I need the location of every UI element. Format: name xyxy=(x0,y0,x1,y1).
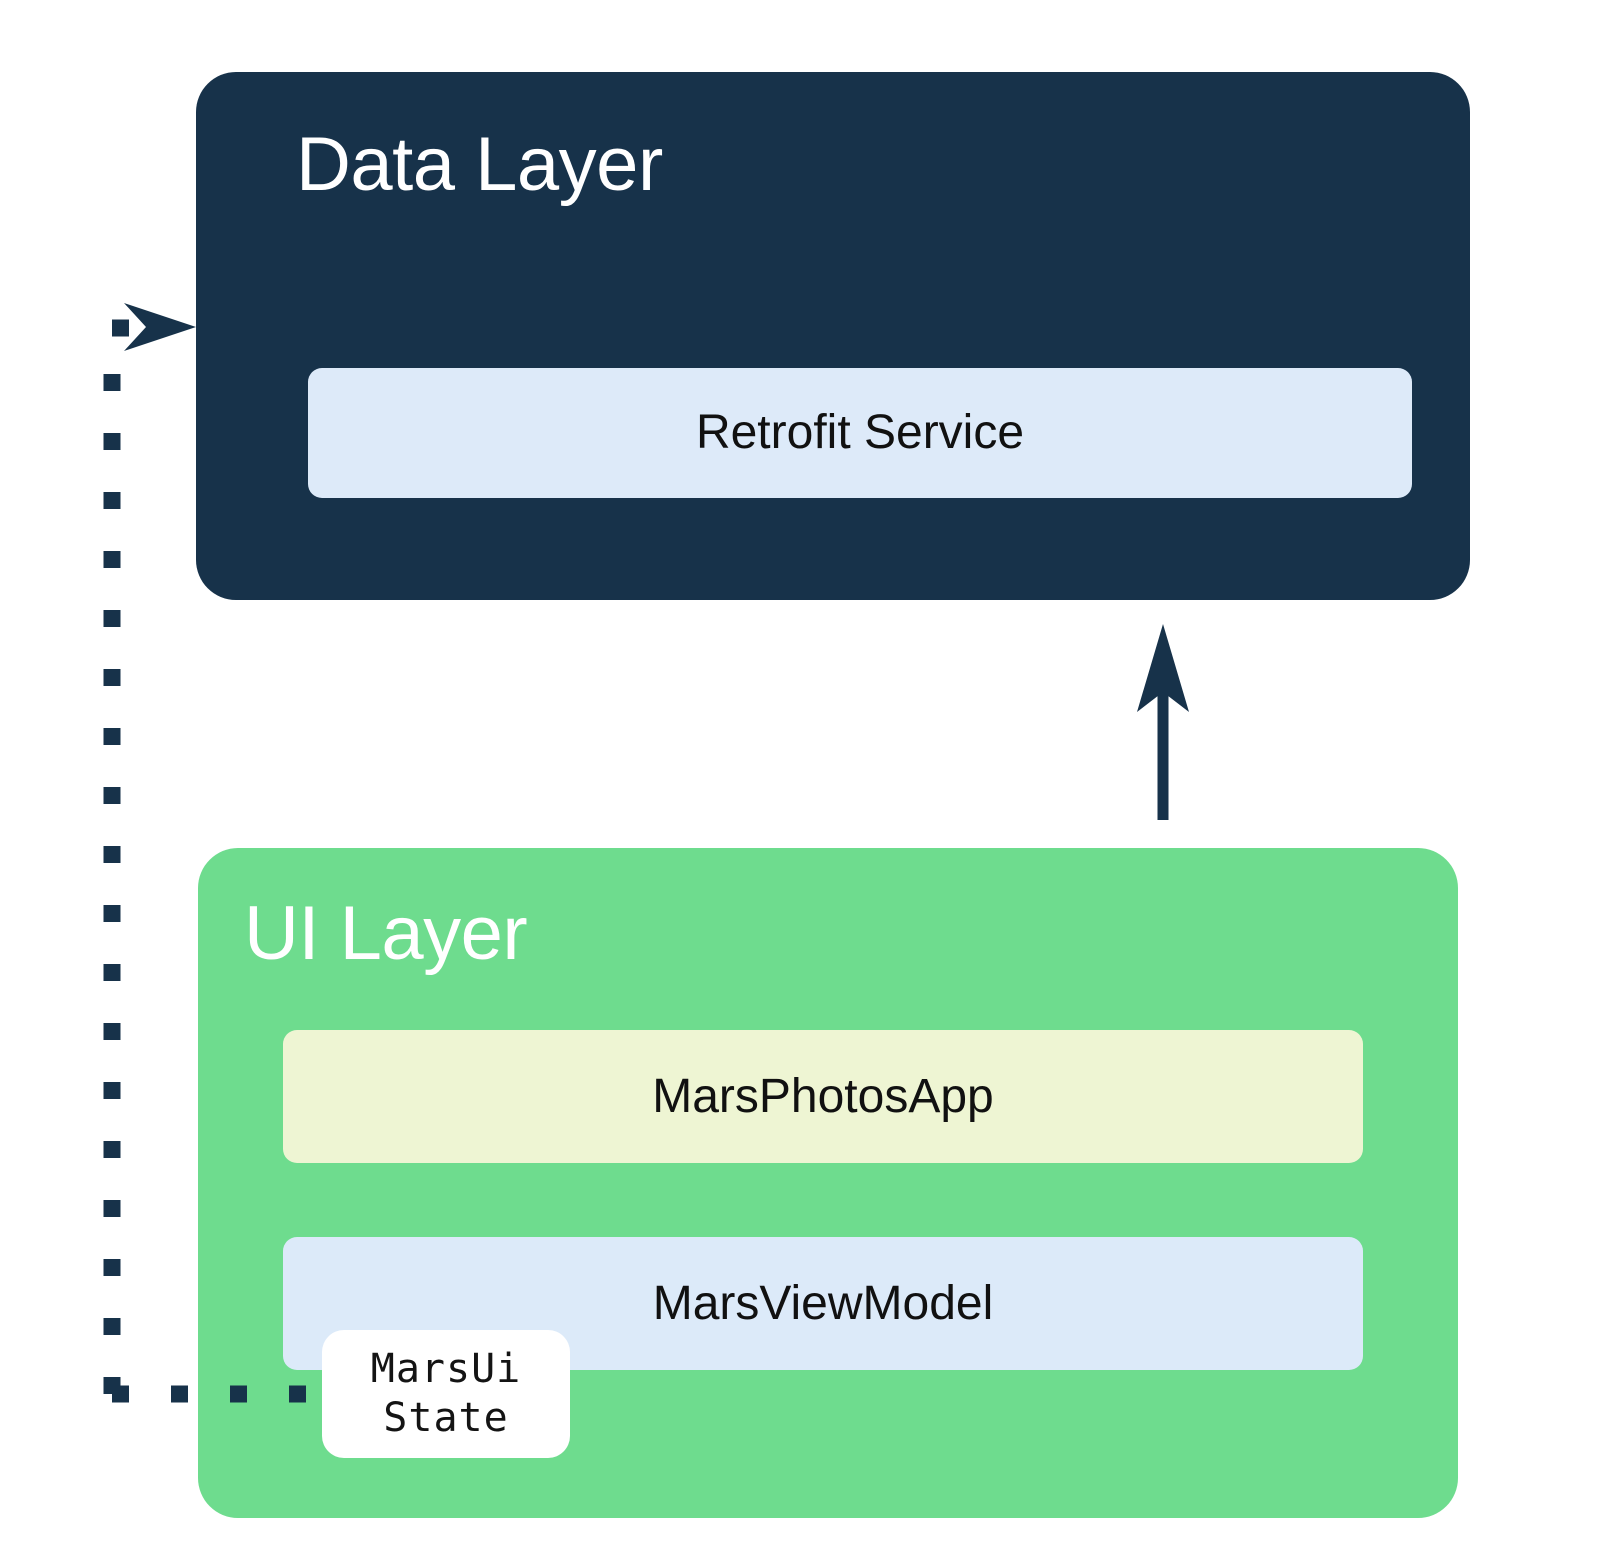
mars-ui-state-chip[interactable]: MarsUi State xyxy=(322,1330,570,1458)
retrofit-service-label: Retrofit Service xyxy=(695,406,1025,459)
mars-ui-state-line-1: MarsUi xyxy=(370,1346,522,1393)
ui-layer-title: UI Layer xyxy=(244,891,528,976)
mars-view-model-label: MarsViewModel xyxy=(652,1276,994,1330)
dotted-arrow-right-icon xyxy=(124,303,196,351)
mars-photos-app-box[interactable]: MarsPhotosApp xyxy=(283,1030,1363,1163)
data-layer-container: Data Layer Retrofit Service xyxy=(196,72,1470,600)
data-layer-title: Data Layer xyxy=(296,122,663,207)
mars-photos-app-label: MarsPhotosApp xyxy=(652,1069,994,1123)
retrofit-service-box[interactable]: Retrofit Service xyxy=(308,368,1412,498)
solid-arrow-up-icon xyxy=(1137,624,1189,820)
mars-ui-state-line-2: State xyxy=(383,1395,509,1441)
